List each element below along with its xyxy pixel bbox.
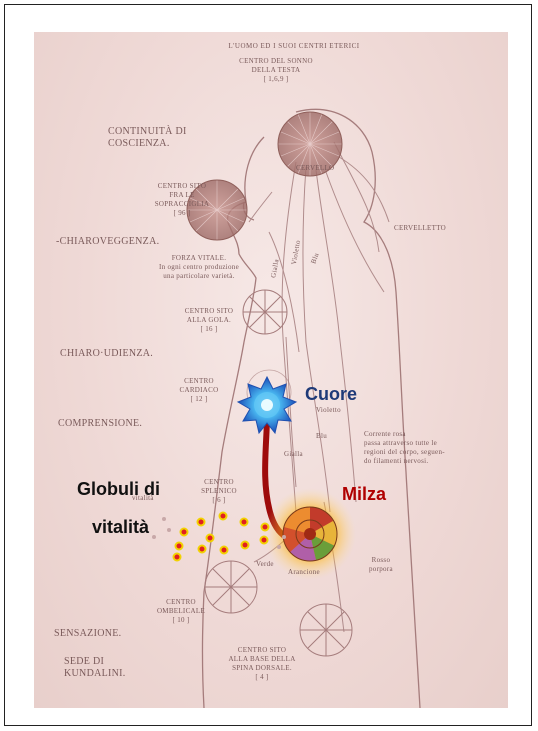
label-line: OMBELICALE <box>146 607 216 616</box>
label-line: DELLA TESTA <box>216 66 336 75</box>
label-line: [ 1,6,9 ] <box>216 75 336 84</box>
label-line: SEDE DI <box>64 656 126 668</box>
label-sede-kundalini: SEDE DI KUNDALINI. <box>64 656 126 680</box>
label-chiaroveggenza: -CHIAROVEGGENZA. <box>56 236 159 248</box>
label-rosso-porpora: Rosso porpora <box>369 556 393 574</box>
label-centro-ombelicale: CENTRO OMBELICALE [ 10 ] <box>146 598 216 625</box>
label-line: ALLA GOLA. <box>174 316 244 325</box>
label-gialla: Gialla <box>284 450 303 459</box>
label-line: do filamenti nervosi. <box>364 457 464 466</box>
label-line: COSCIENZA. <box>108 138 187 150</box>
annotation-cuore: Cuore <box>305 384 357 405</box>
label-line: CENTRO SITO <box>142 182 222 191</box>
label-continuita: CONTINUITÀ DI COSCIENZA. <box>108 126 187 150</box>
label-verde: Verde <box>256 560 274 569</box>
label-line: SOPRACCIGLIA <box>142 200 222 209</box>
label-comprensione: COMPRENSIONE. <box>58 418 142 430</box>
label-line: regioni del corpo, seguen- <box>364 448 464 457</box>
label-line: ALLA BASE DELLA <box>212 655 312 664</box>
label-line: una particolare varietà. <box>154 272 244 281</box>
label-line: FORZA VITALE. <box>154 254 244 263</box>
label-centro-base: CENTRO SITO ALLA BASE DELLA SPINA DORSAL… <box>212 646 312 682</box>
label-line: [ 16 ] <box>174 325 244 334</box>
label-chiaroudienza: CHIARO·UDIENZA. <box>60 348 153 360</box>
label-centro-splenico: CENTRO SPLENICO [ 6 ] <box>194 478 244 505</box>
annotation-line: vitalità <box>77 508 160 546</box>
label-centro-cardiaco: CENTRO CARDIACO [ 12 ] <box>169 377 229 404</box>
label-cervello: CERVELLO <box>296 164 334 173</box>
label-line: [ 6 ] <box>194 496 244 505</box>
annotation-milza: Milza <box>342 484 386 505</box>
label-line: CENTRO DEL SONNO <box>216 57 336 66</box>
label-cervelletto: CERVELLETTO <box>394 224 446 233</box>
label-violetto: Violetto <box>316 406 341 415</box>
label-sensazione: SENSAZIONE. <box>54 628 121 640</box>
esoteric-plate: L'UOMO ED I SUOI CENTRI ETERICI CENTRO D… <box>34 32 508 708</box>
label-line: CENTRO SITO <box>212 646 312 655</box>
annotation-globuli: Globuli di vitalità <box>77 470 160 546</box>
label-line: SPINA DORSALE. <box>212 664 312 673</box>
label-line: porpora <box>369 565 393 574</box>
label-line: CONTINUITÀ DI <box>108 126 187 138</box>
plate-title: L'UOMO ED I SUOI CENTRI ETERICI <box>204 42 384 51</box>
label-line: In ogni centro produzione <box>154 263 244 272</box>
label-line: [ 12 ] <box>169 395 229 404</box>
label-line: FRA LE <box>142 191 222 200</box>
label-line: [ 4 ] <box>212 673 312 682</box>
label-line: CENTRO SITO <box>174 307 244 316</box>
label-forza-vitale: FORZA VITALE. In ogni centro produzione … <box>154 254 244 281</box>
label-line: passa attraverso tutte le <box>364 439 464 448</box>
label-line: [ 10 ] <box>146 616 216 625</box>
label-line: Rosso <box>369 556 393 565</box>
label-line: [ 96 ] <box>142 209 222 218</box>
throat-center <box>243 290 287 334</box>
label-centro-sonno: CENTRO DEL SONNO DELLA TESTA [ 1,6,9 ] <box>216 57 336 84</box>
label-centro-sopracciglia: CENTRO SITO FRA LE SOPRACCIGLIA [ 96 ] <box>142 182 222 218</box>
label-blu: Blu <box>316 432 327 441</box>
label-line: CENTRO <box>169 377 229 386</box>
label-line: CARDIACO <box>169 386 229 395</box>
label-line: SPLENICO <box>194 487 244 496</box>
label-arancione: Arancione <box>288 568 320 577</box>
label-line: Corrente rosa <box>364 430 464 439</box>
label-corrente: Corrente rosa passa attraverso tutte le … <box>364 430 464 466</box>
body-centers-diagram <box>34 32 508 708</box>
label-line: CENTRO <box>194 478 244 487</box>
label-line: CENTRO <box>146 598 216 607</box>
annotation-line: Globuli di <box>77 470 160 508</box>
label-line: KUNDALINI. <box>64 668 126 680</box>
vitality-globules <box>174 513 269 561</box>
label-centro-gola: CENTRO SITO ALLA GOLA. [ 16 ] <box>174 307 244 334</box>
